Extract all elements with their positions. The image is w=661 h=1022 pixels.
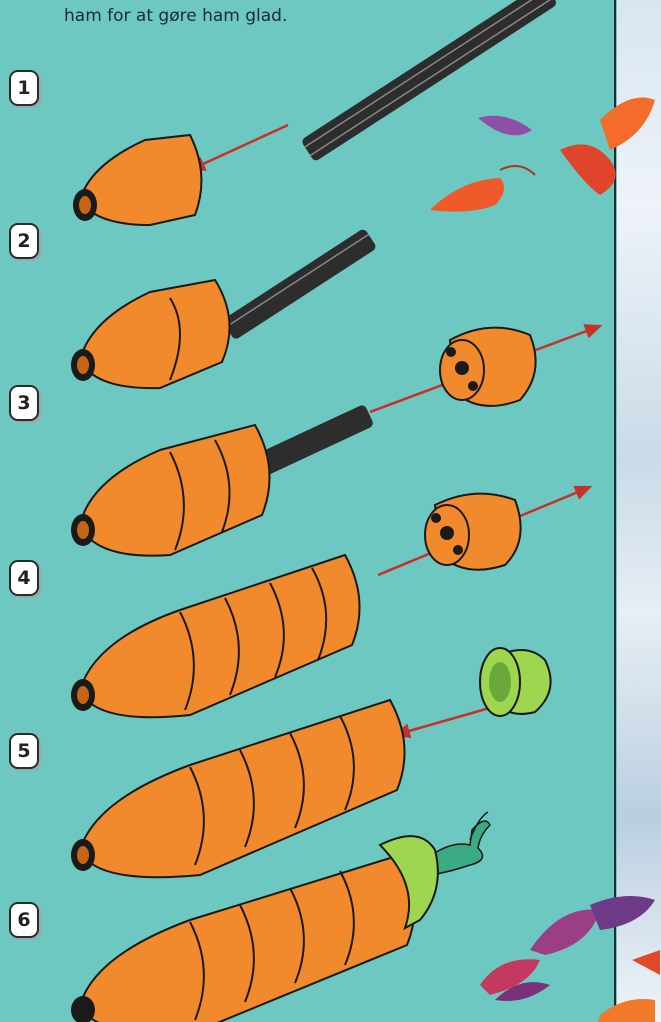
cone-icon xyxy=(480,648,551,716)
arrow-icon xyxy=(395,705,500,735)
carrot-body xyxy=(71,700,405,877)
cone-icon xyxy=(71,280,230,388)
step-number-badge: 3 xyxy=(9,385,39,421)
cone-icon xyxy=(73,135,201,225)
leaf-icon xyxy=(430,98,655,212)
arrow-icon xyxy=(190,125,288,170)
step-number-badge: 2 xyxy=(9,223,39,259)
step-number-badge: 5 xyxy=(9,733,39,769)
axle-icon xyxy=(222,228,378,341)
axle-icon xyxy=(256,404,375,476)
axle-icon xyxy=(301,0,558,162)
step-number-badge: 1 xyxy=(9,70,39,106)
step-2-illustration xyxy=(71,228,377,388)
step-number-badge: 6 xyxy=(9,902,39,938)
round-brick-icon xyxy=(425,494,521,570)
carrot-body xyxy=(71,425,270,556)
carrot-body xyxy=(71,555,360,717)
step-number-badge: 4 xyxy=(9,560,39,596)
round-brick-icon xyxy=(440,328,536,406)
leaf-icon xyxy=(480,896,660,1022)
